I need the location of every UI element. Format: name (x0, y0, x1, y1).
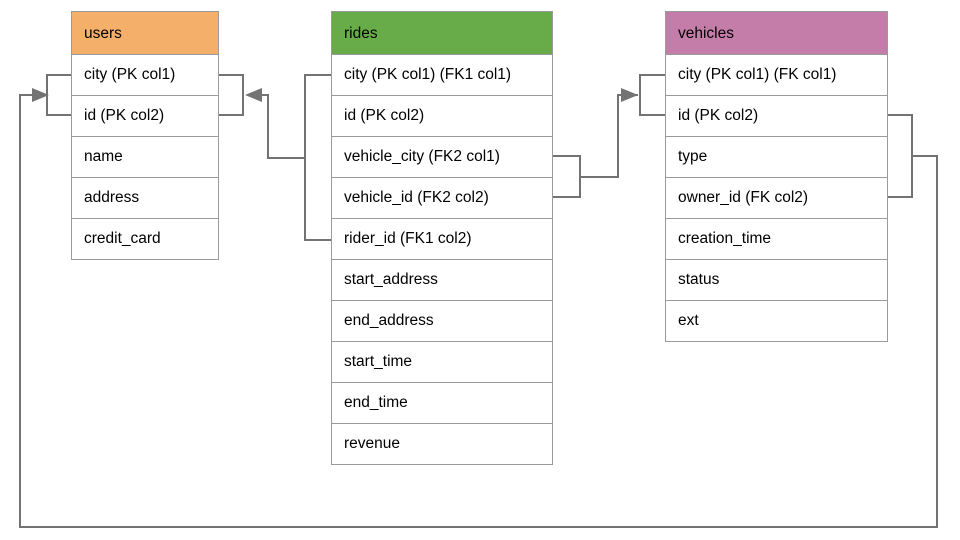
elbow-rides-to-users (248, 94, 306, 159)
connector-rides-rider-to-users (218, 74, 332, 241)
table-users-column-id[interactable]: id (PK col2) (71, 96, 219, 137)
bracket-vehicles-pk-left (639, 74, 666, 116)
arrowhead-to-users-left (32, 88, 49, 102)
bracket-users-pk-right (218, 74, 244, 116)
table-rides-column-start-time[interactable]: start_time (331, 342, 553, 383)
elbow-rides-to-vehicles (579, 94, 638, 178)
bracket-vehicles-fk (887, 114, 913, 198)
table-users[interactable]: users city (PK col1) id (PK col2) name a… (71, 11, 219, 260)
table-vehicles-column-type[interactable]: type (665, 137, 888, 178)
arrowhead-to-users-right (245, 88, 262, 102)
table-rides-column-end-address[interactable]: end_address (331, 301, 553, 342)
table-rides[interactable]: rides city (PK col1) (FK1 col1) id (PK c… (331, 11, 553, 465)
table-vehicles-column-creation-time[interactable]: creation_time (665, 219, 888, 260)
table-rides-column-vehicle-id[interactable]: vehicle_id (FK2 col2) (331, 178, 553, 219)
arrowhead-to-vehicles-left (621, 88, 638, 102)
table-users-column-address[interactable]: address (71, 178, 219, 219)
table-vehicles-column-city[interactable]: city (PK col1) (FK col1) (665, 55, 888, 96)
table-vehicles-column-owner-id[interactable]: owner_id (FK col2) (665, 178, 888, 219)
table-rides-header[interactable]: rides (331, 11, 553, 55)
table-rides-column-end-time[interactable]: end_time (331, 383, 553, 424)
table-users-column-name[interactable]: name (71, 137, 219, 178)
table-rides-column-rider-id[interactable]: rider_id (FK1 col2) (331, 219, 553, 260)
table-vehicles-column-ext[interactable]: ext (665, 301, 888, 342)
table-users-column-credit-card[interactable]: credit_card (71, 219, 219, 260)
table-users-column-city[interactable]: city (PK col1) (71, 55, 219, 96)
table-rides-column-city[interactable]: city (PK col1) (FK1 col1) (331, 55, 553, 96)
table-vehicles-header[interactable]: vehicles (665, 11, 888, 55)
table-vehicles[interactable]: vehicles city (PK col1) (FK col1) id (PK… (665, 11, 888, 342)
bracket-users-pk-left (46, 74, 72, 116)
table-rides-column-start-address[interactable]: start_address (331, 260, 553, 301)
table-rides-column-revenue[interactable]: revenue (331, 424, 553, 465)
table-vehicles-column-id[interactable]: id (PK col2) (665, 96, 888, 137)
table-rides-column-vehicle-city[interactable]: vehicle_city (FK2 col1) (331, 137, 553, 178)
connector-rides-vehicle-to-vehicles (552, 74, 666, 198)
table-vehicles-column-status[interactable]: status (665, 260, 888, 301)
bracket-rides-fk2 (552, 155, 581, 198)
bracket-rides-fk1 (304, 74, 332, 241)
table-users-header[interactable]: users (71, 11, 219, 55)
table-rides-column-id[interactable]: id (PK col2) (331, 96, 553, 137)
